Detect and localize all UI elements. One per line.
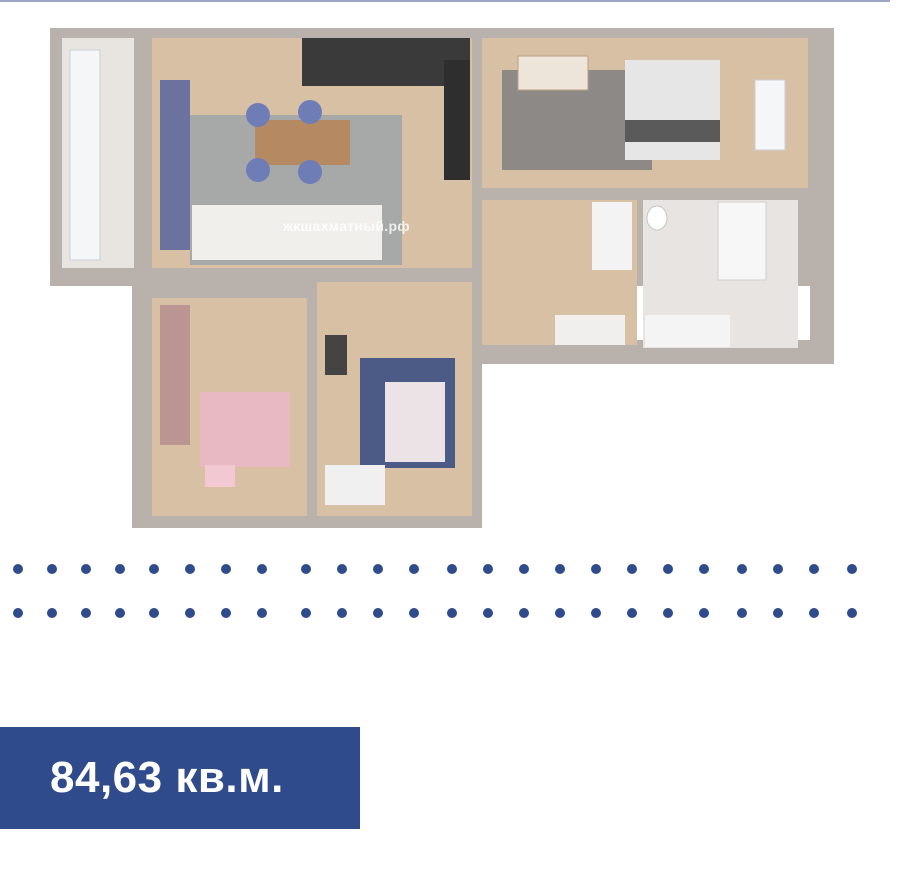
teen-bed: [385, 382, 445, 462]
dot-row-2-graphic: [13, 608, 857, 618]
circle-dot-icon: [221, 564, 231, 574]
circle-dot-icon: [555, 564, 565, 574]
circle-dot-icon: [115, 608, 125, 618]
circle-dot-icon: [663, 608, 673, 618]
area-value: 84,63 кв.м.: [50, 753, 284, 802]
toy-table: [325, 465, 385, 505]
circle-dot-icon: [809, 564, 819, 574]
circle-dot-icon: [699, 564, 709, 574]
chair-3: [246, 158, 270, 182]
outer-wall-right: [810, 28, 834, 364]
toilet: [646, 205, 668, 231]
circle-dot-icon: [221, 608, 231, 618]
floor-plan-drawing: [50, 28, 834, 528]
circle-dot-icon: [373, 608, 383, 618]
toy-box: [205, 465, 235, 487]
circle-dot-icon: [555, 608, 565, 618]
chair-2: [298, 100, 322, 124]
circle-dot-icon: [13, 564, 23, 574]
kids-curtain: [160, 305, 190, 445]
circle-dot-icon: [337, 608, 347, 618]
circle-dot-icon: [301, 608, 311, 618]
circle-dot-icon: [737, 564, 747, 574]
circle-dot-icon: [149, 608, 159, 618]
circle-dot-icon: [447, 608, 457, 618]
circle-dot-icon: [809, 608, 819, 618]
circle-dot-icon: [847, 608, 857, 618]
circle-dot-icon: [591, 608, 601, 618]
balcony-window: [69, 49, 101, 261]
baby-crib: [517, 55, 589, 91]
circle-dot-icon: [773, 564, 783, 574]
circle-dot-icon: [483, 608, 493, 618]
circle-dot-icon: [257, 564, 267, 574]
floor-plan: жкшахматный.рф: [40, 20, 840, 530]
circle-dot-icon: [47, 608, 57, 618]
circle-dot-icon: [737, 608, 747, 618]
circle-dot-icon: [185, 608, 195, 618]
circle-dot-icon: [663, 564, 673, 574]
dot-row-1-graphic: [13, 564, 857, 574]
area-badge: 84,63 кв.м.: [0, 727, 360, 829]
circle-dot-icon: [447, 564, 457, 574]
double-bed: [625, 60, 720, 160]
circle-dot-icon: [257, 608, 267, 618]
circle-dot-icon: [47, 564, 57, 574]
sofa: [192, 205, 382, 260]
kitchen-cabinet: [444, 60, 470, 180]
circle-dot-icon: [373, 564, 383, 574]
circle-dot-icon: [519, 608, 529, 618]
circle-dot-icon: [115, 564, 125, 574]
dining-table: [255, 120, 350, 165]
watermark-text: жкшахматный.рф: [283, 218, 410, 234]
hallway-shelf: [592, 202, 632, 270]
circle-dot-icon: [337, 564, 347, 574]
circle-dot-icon: [483, 564, 493, 574]
circle-dot-icon: [773, 608, 783, 618]
circle-dot-icon: [185, 564, 195, 574]
circle-dot-icon: [13, 608, 23, 618]
circle-dot-icon: [519, 564, 529, 574]
teen-desk: [325, 335, 347, 375]
circle-dot-icon: [699, 608, 709, 618]
circle-dot-icon: [847, 564, 857, 574]
circle-dot-icon: [627, 608, 637, 618]
circle-dot-icon: [81, 564, 91, 574]
circle-dot-icon: [301, 564, 311, 574]
circle-dot-icon: [149, 564, 159, 574]
dot-row-2: [0, 605, 922, 621]
circle-dot-icon: [81, 608, 91, 618]
circle-dot-icon: [627, 564, 637, 574]
bathtub: [717, 201, 767, 281]
chair-4: [298, 160, 322, 184]
kitchen-counter: [302, 38, 470, 86]
top-divider: [0, 0, 890, 2]
living-curtain: [160, 80, 190, 250]
washing-area: [645, 315, 730, 347]
bedroom-window: [754, 79, 786, 151]
circle-dot-icon: [409, 564, 419, 574]
chair-1: [246, 103, 270, 127]
dot-row-1: [0, 561, 922, 577]
circle-dot-icon: [591, 564, 601, 574]
circle-dot-icon: [409, 608, 419, 618]
bed-blanket: [625, 120, 720, 142]
kids-bed: [200, 392, 290, 467]
hallway-bench: [555, 315, 625, 345]
